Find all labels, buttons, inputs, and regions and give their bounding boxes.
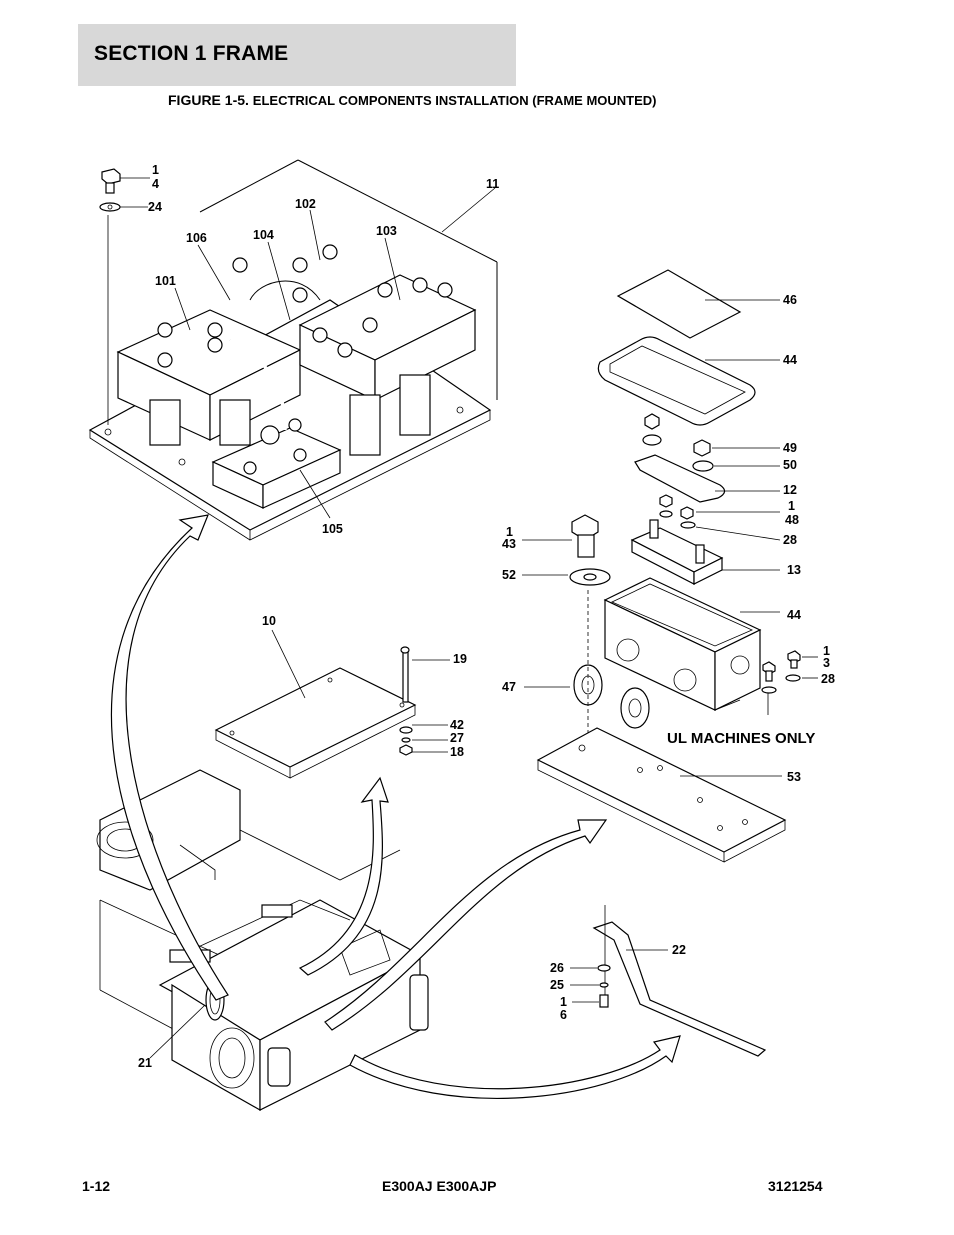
callout-46: 46: [783, 293, 797, 307]
figure-title: ELECTRICAL COMPONENTS INSTALLATION (FRAM…: [252, 93, 657, 108]
callout-1e: 1: [560, 995, 567, 1009]
callout-13: 13: [787, 563, 801, 577]
ul-enclosure-stack: [522, 269, 818, 863]
figure-caption: FIGURE 1-5. ELECTRICAL COMPONENTS INSTAL…: [168, 92, 657, 108]
callout-106: 106: [186, 231, 207, 245]
callout-1b: 1: [788, 499, 795, 513]
callout-43: 43: [502, 537, 516, 551]
cover-plate: [214, 629, 450, 779]
callout-10: 10: [262, 614, 276, 628]
page-number: 1-12: [82, 1178, 111, 1194]
callout-11: 11: [486, 177, 499, 191]
callout-25: 25: [550, 978, 564, 992]
callout-24: 24: [148, 200, 162, 214]
contactor-panel-assembly: [88, 159, 498, 541]
section-title: SECTION 1 FRAME: [94, 42, 289, 65]
callout-44a: 44: [783, 353, 797, 367]
callout-52: 52: [502, 568, 516, 582]
callout-102: 102: [295, 197, 316, 211]
callout-19: 19: [453, 652, 467, 666]
callout-44b: 44: [787, 608, 801, 622]
callout-12: 12: [783, 483, 797, 497]
leader-lines-top: [120, 177, 496, 519]
callout-47: 47: [502, 680, 516, 694]
callout-50: 50: [783, 458, 797, 472]
callout-28b: 28: [821, 672, 835, 686]
callout-26: 26: [550, 961, 564, 975]
model-number: E300AJ E300AJP: [382, 1178, 497, 1194]
callout-21: 21: [138, 1056, 152, 1070]
callout-1d: 1: [823, 644, 830, 658]
callout-6: 6: [560, 1008, 567, 1022]
callout-numbers: 1 4 24 11 102 106 104 103 101 105 46 44 …: [138, 163, 835, 1070]
callout-104: 104: [253, 228, 274, 242]
ul-machines-note: UL MACHINES ONLY: [667, 730, 816, 747]
callout-48: 48: [785, 513, 799, 527]
figure-label: FIGURE 1-5.: [168, 92, 249, 108]
callout-1c: 1: [506, 525, 513, 539]
callout-4: 4: [152, 177, 159, 191]
callout-101: 101: [155, 274, 176, 288]
callout-22: 22: [672, 943, 686, 957]
callout-42: 42: [450, 718, 464, 732]
callout-103: 103: [376, 224, 397, 238]
callout-28a: 28: [783, 533, 797, 547]
terminal-bolts: [157, 244, 453, 475]
section-header-box: [78, 24, 516, 86]
callout-27: 27: [450, 731, 464, 745]
assembly-arrows: [110, 514, 681, 1099]
callout-1a: 1: [152, 163, 159, 177]
callout-18: 18: [450, 745, 464, 759]
cable-bracket: [570, 905, 767, 1057]
document-number: 3121254: [768, 1178, 823, 1194]
callout-49: 49: [783, 441, 797, 455]
callout-3: 3: [823, 656, 830, 670]
callout-105: 105: [322, 522, 343, 536]
callout-53: 53: [787, 770, 801, 784]
